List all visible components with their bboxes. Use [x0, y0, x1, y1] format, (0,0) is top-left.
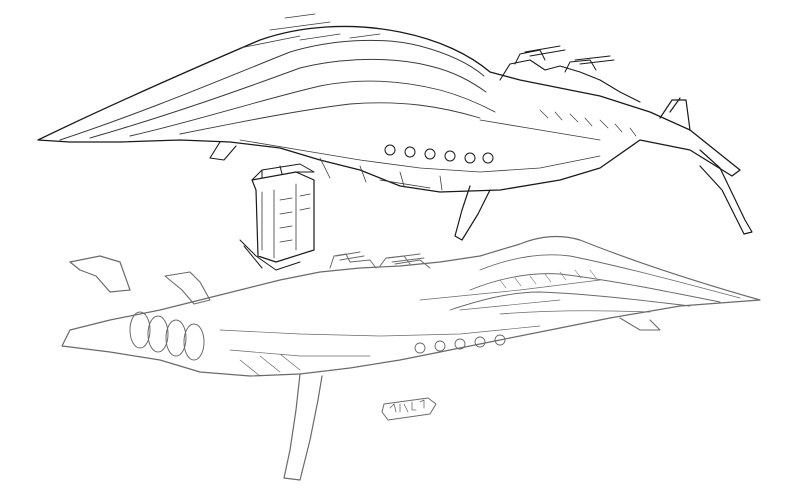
- upper-hull-panels: [239, 119, 601, 191]
- upper-wing-line-3: [129, 80, 496, 137]
- lower-engines: [129, 311, 205, 361]
- upper-turret-1: [514, 45, 566, 65]
- upper-turret-2: [564, 55, 615, 73]
- upper-ventral-fin: [454, 185, 491, 241]
- upper-rear-fin: [699, 149, 753, 235]
- lower-hull-panels: [219, 279, 601, 377]
- maker-stamp-outline: [381, 397, 437, 421]
- upper-front-fin: [209, 141, 237, 161]
- upper-superstructure: [499, 59, 641, 103]
- starship-upper: [37, 13, 753, 241]
- lower-hull-outline: [61, 235, 761, 377]
- upper-hull-outline: [37, 25, 741, 193]
- lower-turrets: [335, 251, 425, 263]
- lower-wing-line-4: [499, 310, 651, 315]
- lower-rear-fin: [619, 317, 661, 331]
- upper-wing-line-1: [59, 39, 485, 141]
- starship-lower: [61, 235, 761, 481]
- upper-tail-fin: [659, 97, 691, 131]
- lower-wing-line-1: [479, 254, 741, 299]
- maker-stamp: [381, 397, 437, 421]
- tower-module: [239, 163, 315, 271]
- lower-wing-line-3: [449, 291, 691, 311]
- upper-deck-hatching: [539, 109, 637, 137]
- lower-ventral-fin: [283, 373, 323, 481]
- tower-details: [261, 183, 311, 259]
- tower-base-shadow: [239, 239, 301, 271]
- upper-wing-line-4: [179, 102, 481, 135]
- lower-tail-fin-2: [164, 271, 211, 305]
- upper-wing-line-2: [89, 58, 487, 139]
- lower-superstructure: [329, 253, 431, 269]
- lower-deck-hatching: [499, 269, 597, 289]
- lower-tail-fin: [69, 255, 131, 293]
- lower-portholes: [414, 334, 506, 354]
- upper-portholes: [384, 144, 494, 164]
- upper-spine-detail: [239, 13, 381, 49]
- tower-outline: [251, 171, 315, 263]
- maker-stamp-lettering: [389, 399, 425, 413]
- tower-cap: [251, 163, 315, 181]
- lower-wing-line-2: [469, 273, 721, 303]
